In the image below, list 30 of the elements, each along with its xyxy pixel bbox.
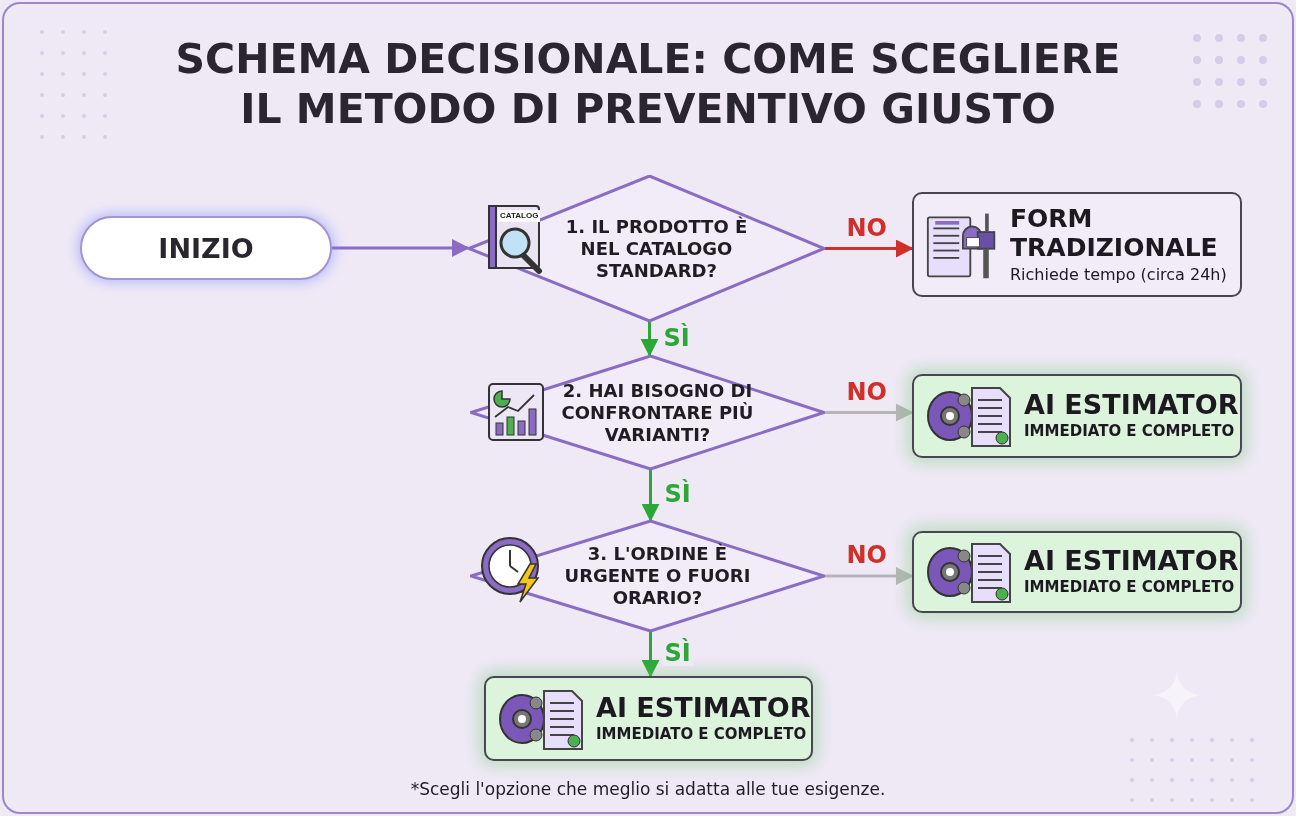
result-card (912, 374, 1242, 458)
arrow (825, 567, 914, 585)
start-terminal (80, 216, 332, 280)
arrow (640, 322, 659, 357)
card-title: AI ESTIMATOR (1024, 546, 1239, 575)
decision-diamond (470, 520, 825, 632)
arrow (825, 239, 914, 258)
decision-diamond (470, 355, 825, 470)
arrow (825, 403, 914, 422)
arrow (641, 632, 660, 678)
process-card (912, 192, 1242, 297)
card-subtitle: IMMEDIATO E COMPLETO (1024, 577, 1236, 598)
card-title: FORM TRADIZIONALE (1010, 204, 1219, 262)
question-text: 2. HAI BISOGNO DI CONFRONTARE PIÙ VARIANTI? (560, 379, 755, 446)
question-text: 1. IL PRODOTTO È NEL CATALOGO STANDARD? (564, 215, 749, 282)
card-subtitle: IMMEDIATO E COMPLETO (1024, 421, 1236, 442)
arrow (332, 239, 470, 257)
card-title: AI ESTIMATOR (1024, 390, 1239, 419)
question-text: 3. L'ORDINE È URGENTE O FUORI ORARIO? (563, 543, 752, 609)
footnote: *Scegli l'opzione che meglio si adatta alle tue esigenze. (409, 778, 887, 800)
title: SCHEMA DECISIONALE: COME SCEGLIERE IL METODO DI PREVENTIVO GIUSTO (174, 34, 1122, 134)
card-subtitle: IMMEDIATO E COMPLETO (596, 723, 808, 745)
card-title: AI ESTIMATOR (596, 692, 811, 722)
result-card (912, 531, 1242, 613)
card-subtitle: Richiede tempo (circa 24h) (1010, 264, 1228, 285)
decision-diamond (468, 175, 825, 322)
start-label: INIZIO (158, 232, 254, 264)
book-title: CATALOG (498, 210, 541, 222)
result-card (484, 676, 813, 761)
arrow (641, 470, 660, 522)
